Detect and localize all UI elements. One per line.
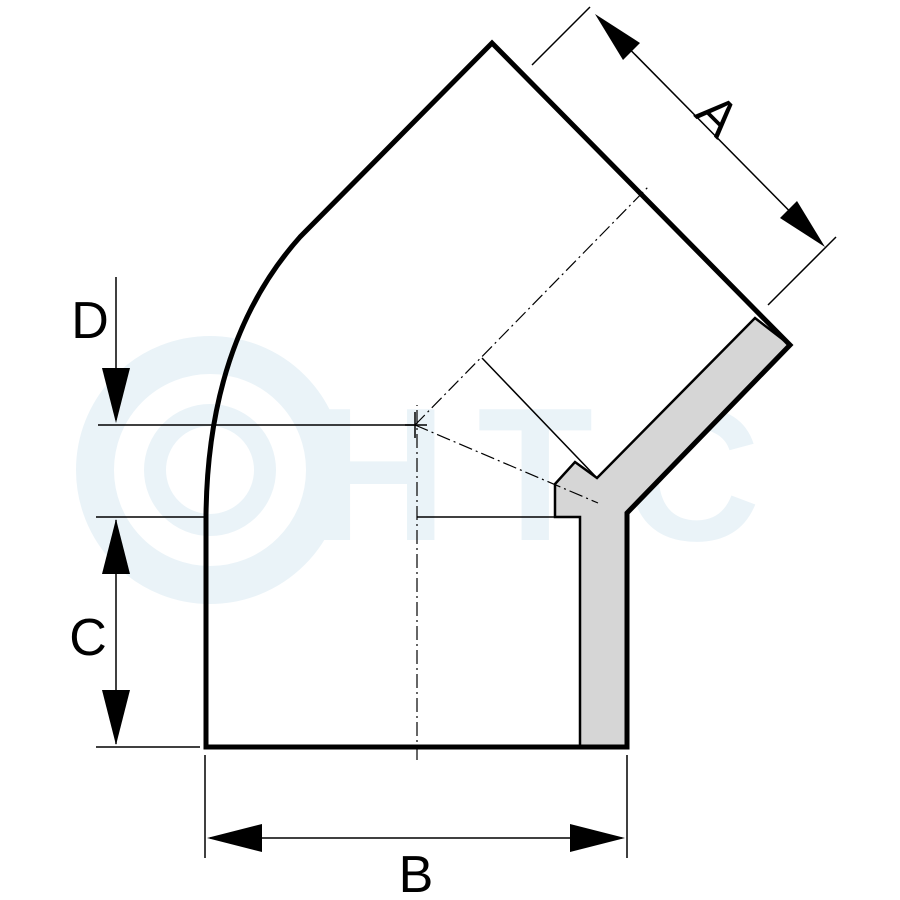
dimension-A: A — [595, 14, 825, 247]
dim-A-label: A — [685, 83, 751, 149]
socket-centerline — [414, 424, 599, 504]
dim-A-arrow-top — [595, 14, 640, 60]
ext-line-A-top — [531, 6, 591, 66]
dimension-D: D — [71, 277, 130, 423]
dim-B-arrow-left — [207, 824, 262, 852]
dim-D-arrow — [102, 368, 130, 423]
angled-centerline — [414, 184, 651, 426]
watermark-ring-inner — [144, 404, 276, 536]
dim-B-label: B — [399, 846, 434, 900]
dimension-B: B — [207, 824, 625, 900]
ext-line-A-bottom — [767, 236, 837, 306]
dim-C-label: C — [69, 609, 107, 667]
dim-A-line — [597, 16, 823, 245]
dim-D-label: D — [71, 292, 109, 350]
watermark: HTC — [76, 336, 760, 604]
dim-A-arrow-bottom — [780, 201, 825, 247]
upper-socket-line — [481, 357, 598, 479]
elbow-outline — [203, 39, 794, 750]
dim-C-arrow-top — [102, 519, 130, 574]
dimension-C: C — [69, 519, 130, 745]
dim-B-arrow-right — [570, 824, 625, 852]
watermark-ring-outer — [76, 336, 344, 604]
dim-C-arrow-bottom — [102, 690, 130, 745]
